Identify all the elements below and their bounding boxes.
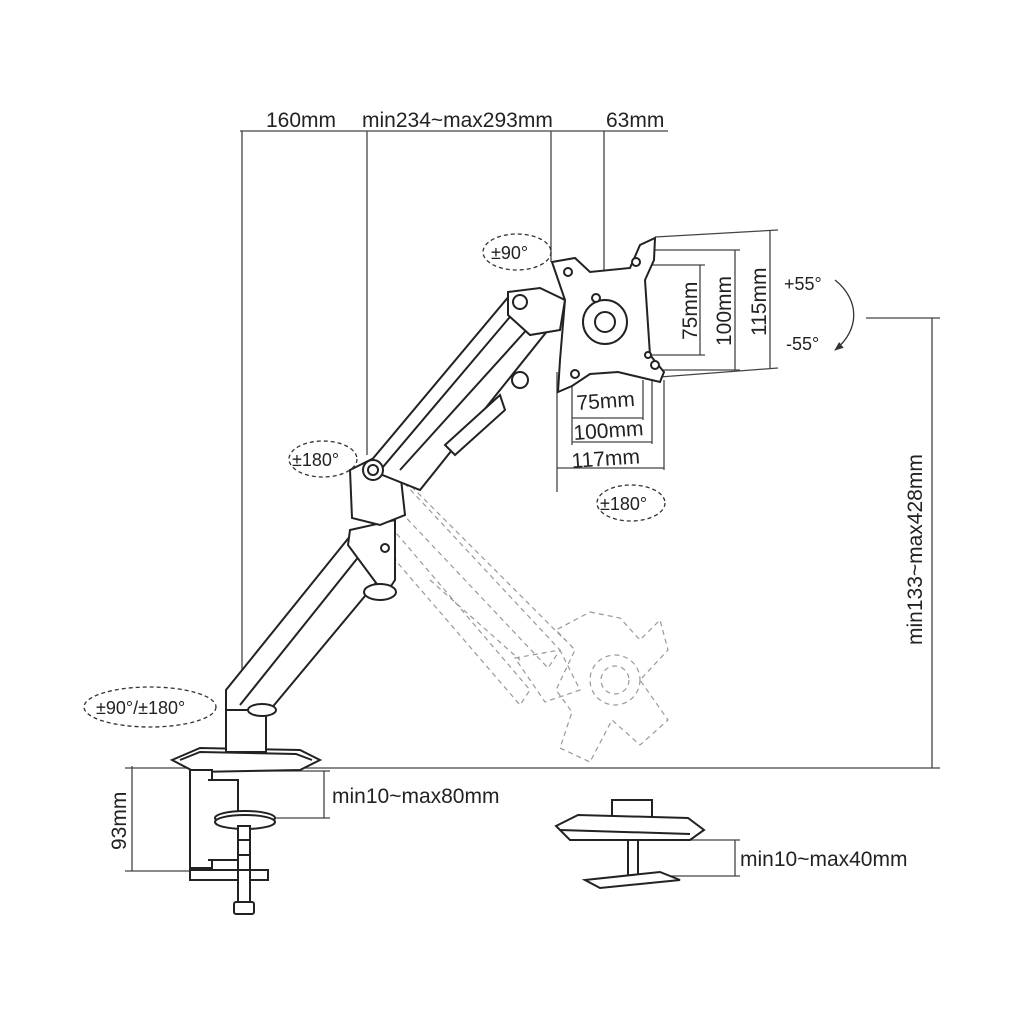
label-base-rotation: ±90°/±180° bbox=[96, 698, 185, 718]
label-vesa-h75: 75mm bbox=[576, 388, 636, 415]
desk-clamp-base bbox=[169, 746, 323, 915]
vesa-labels: 75mm 100mm 117mm 75mm 100mm 115mm bbox=[571, 268, 771, 473]
label-vesa-h117: 117mm bbox=[571, 445, 641, 473]
label-clamp-height: 93mm bbox=[108, 792, 131, 850]
label-vesa-h100: 100mm bbox=[573, 417, 644, 445]
label-elbow-rotation: ±180° bbox=[292, 450, 339, 470]
label-vesa-v115: 115mm bbox=[748, 268, 771, 336]
grommet-base bbox=[554, 799, 706, 890]
lower-arm bbox=[225, 518, 397, 753]
label-height-range: min133~max428mm bbox=[904, 454, 927, 645]
dimension-labels: 160mm min234~max293mm 63mm min133~max428… bbox=[108, 109, 927, 871]
label-desk-clamp-range: min10~max80mm bbox=[332, 785, 499, 808]
label-plate-rotation: ±180° bbox=[600, 494, 647, 514]
label-tilt-up: +55° bbox=[784, 274, 822, 294]
label-grommet-range: min10~max40mm bbox=[740, 848, 907, 871]
label-vesa-v100: 100mm bbox=[713, 276, 736, 346]
vesa-plate bbox=[550, 236, 666, 394]
upper-arm bbox=[348, 286, 567, 527]
label-top-left-width: 160mm bbox=[266, 109, 336, 132]
rotation-labels: ±90° ±180° ±90°/±180° +55° -55° ±180° bbox=[96, 243, 822, 718]
label-head-swivel: ±90° bbox=[491, 243, 528, 263]
label-tilt-down: -55° bbox=[786, 334, 819, 354]
label-vesa-v75: 75mm bbox=[679, 282, 702, 340]
label-arm-reach: min234~max293mm bbox=[362, 109, 553, 132]
rotation-indicators bbox=[83, 233, 855, 728]
label-plate-offset: 63mm bbox=[606, 109, 664, 132]
ghost-lowered-position bbox=[377, 469, 669, 763]
